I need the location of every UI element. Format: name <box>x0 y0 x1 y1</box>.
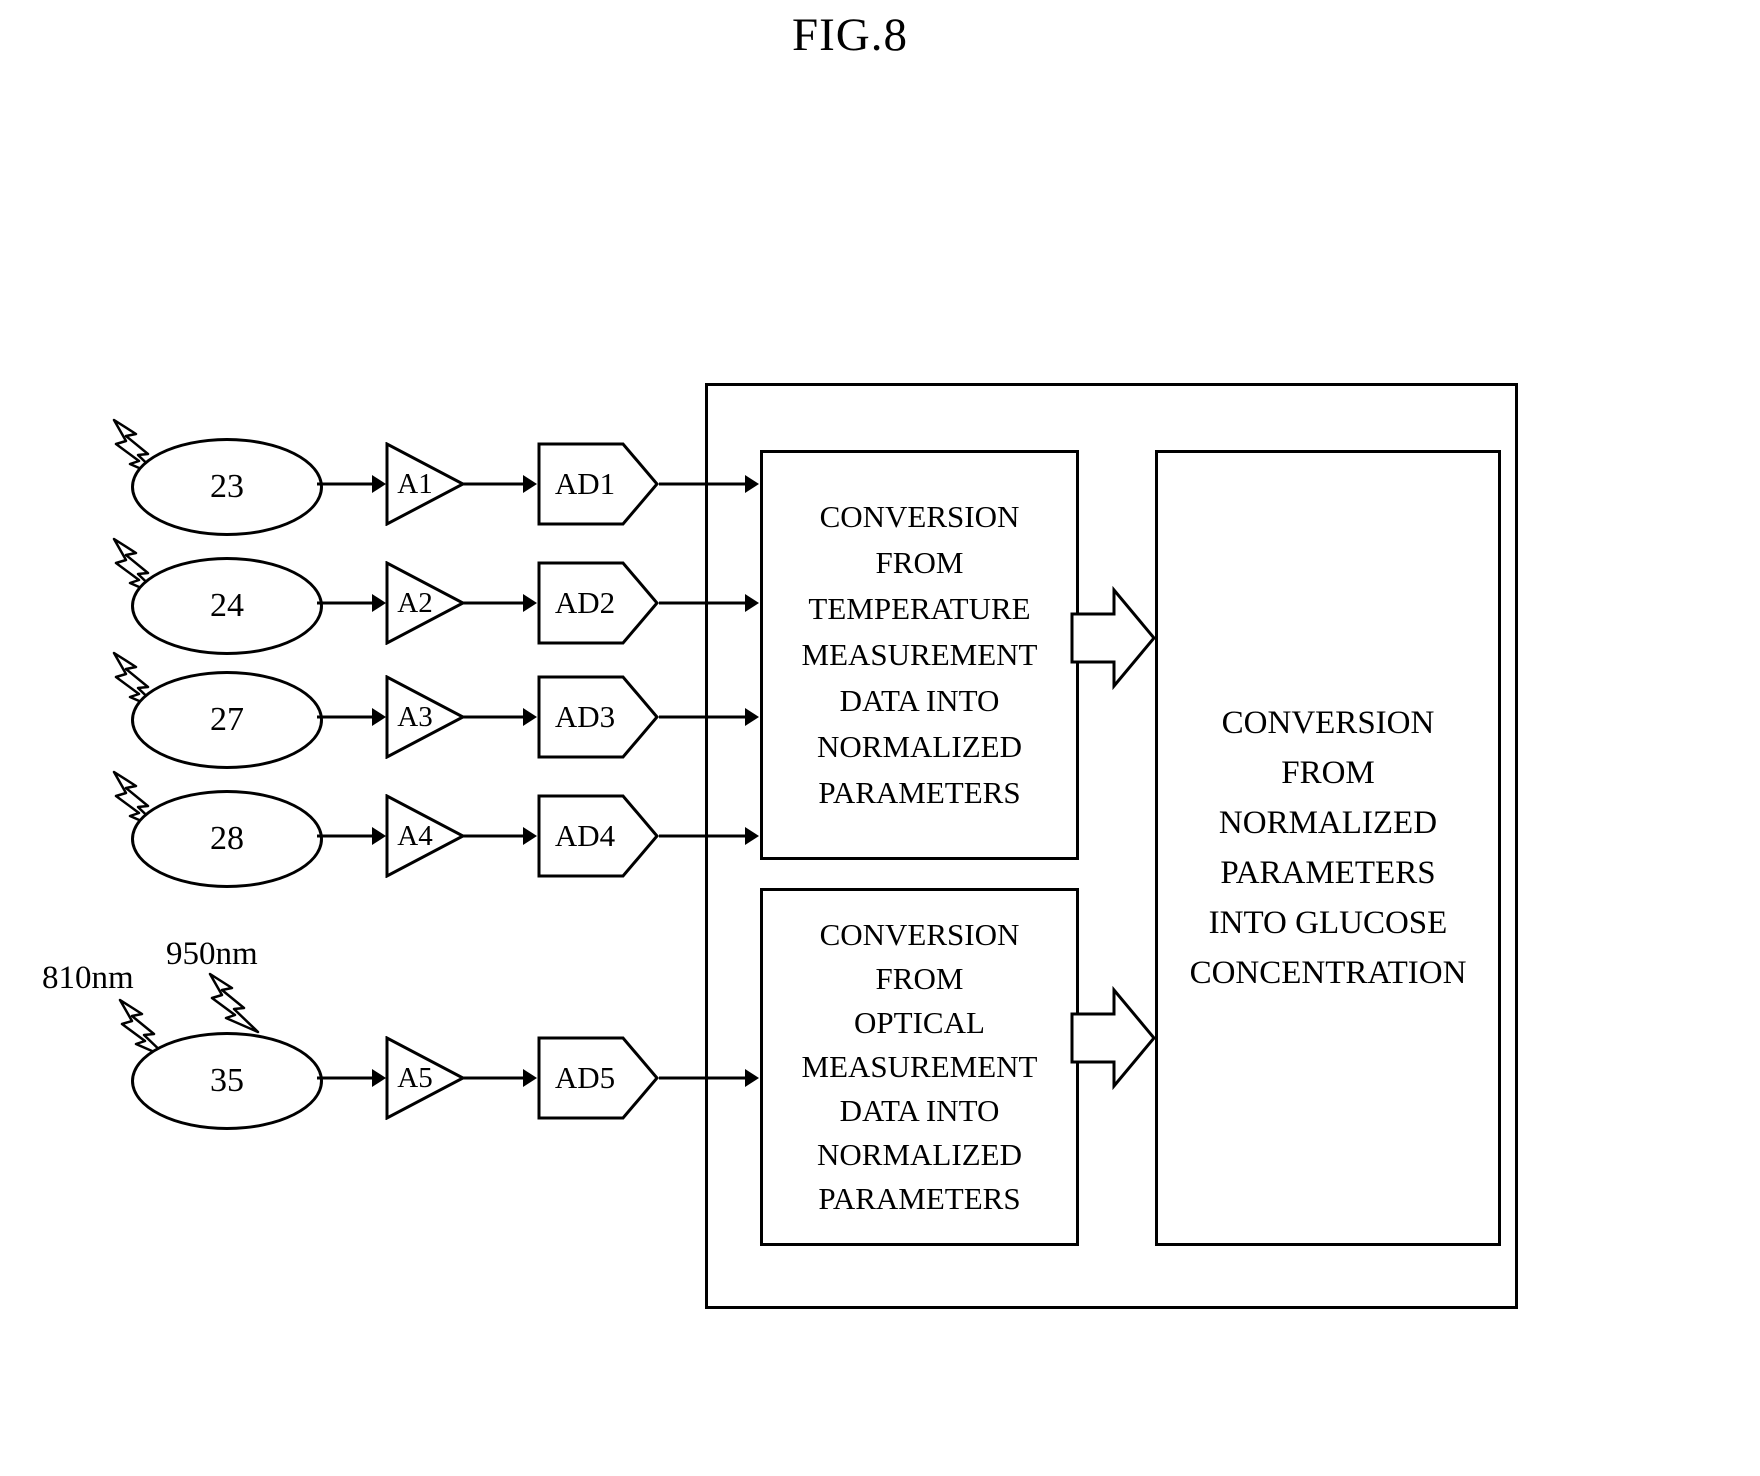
adc-ad4: AD4 <box>537 794 659 878</box>
arrow-a1-to-ad1 <box>463 475 537 493</box>
optical-conversion-label: CONVERSION FROM OPTICAL MEASUREMENT DATA… <box>801 917 1038 1216</box>
sensor-ellipse-35: 35 <box>131 1032 323 1130</box>
block-arrow-optical-to-glucose <box>1070 986 1156 1090</box>
amplifier-a3: A3 <box>385 675 465 759</box>
arrow-sensor28-to-a4 <box>317 827 386 845</box>
wavelength-label-950nm: 950nm <box>166 936 258 972</box>
sensor-ellipse-23: 23 <box>131 438 323 536</box>
sensor-ellipse-28: 28 <box>131 790 323 888</box>
lightning-bolt-icon-950nm <box>208 972 260 1034</box>
adc-label-ad1: AD1 <box>554 466 616 501</box>
amplifier-triangle-shape <box>385 1036 465 1120</box>
arrow-a2-to-ad2 <box>463 594 537 612</box>
arrow-a4-to-ad4 <box>463 827 537 845</box>
amplifier-a5: A5 <box>385 1036 465 1120</box>
arrow-sensor24-to-a2 <box>317 594 386 612</box>
arrow-a5-to-ad5 <box>463 1069 537 1087</box>
sensor-ellipse-24: 24 <box>131 557 323 655</box>
arrow-ad1-to-temperature-block <box>659 475 759 493</box>
adc-ad5: AD5 <box>537 1036 659 1120</box>
adc-label-ad4: AD4 <box>554 818 616 853</box>
figure-title: FIG.8 <box>792 9 908 61</box>
optical-conversion-block: CONVERSION FROM OPTICAL MEASUREMENT DATA… <box>760 888 1079 1246</box>
adc-pentagon-shape <box>537 794 659 878</box>
sensor-label-24: 24 <box>210 587 244 624</box>
amplifier-a1: A1 <box>385 442 465 526</box>
amplifier-label-a1: A1 <box>397 467 433 500</box>
amplifier-triangle-shape <box>385 442 465 526</box>
arrow-a3-to-ad3 <box>463 708 537 726</box>
amplifier-a2: A2 <box>385 561 465 645</box>
amplifier-triangle-shape <box>385 561 465 645</box>
adc-label-ad5: AD5 <box>554 1060 616 1095</box>
adc-label-ad3: AD3 <box>554 699 616 734</box>
adc-pentagon-shape <box>537 675 659 759</box>
adc-ad1: AD1 <box>537 442 659 526</box>
arrow-sensor27-to-a3 <box>317 708 386 726</box>
adc-pentagon-shape <box>537 442 659 526</box>
amplifier-a4: A4 <box>385 794 465 878</box>
arrow-ad2-to-temperature-block <box>659 594 759 612</box>
amplifier-triangle-shape <box>385 675 465 759</box>
adc-ad3: AD3 <box>537 675 659 759</box>
arrow-sensor23-to-a1 <box>317 475 386 493</box>
adc-ad2: AD2 <box>537 561 659 645</box>
sensor-label-27: 27 <box>210 701 244 738</box>
adc-label-ad2: AD2 <box>554 585 616 620</box>
arrow-ad4-to-temperature-block <box>659 827 759 845</box>
wavelength-label-810nm: 810nm <box>42 960 134 996</box>
adc-pentagon-shape <box>537 1036 659 1120</box>
adc-pentagon-shape <box>537 561 659 645</box>
amplifier-label-a5: A5 <box>397 1061 433 1094</box>
arrow-sensor35-to-a5 <box>317 1069 386 1087</box>
temperature-conversion-block: CONVERSION FROM TEMPERATURE MEASUREMENT … <box>760 450 1079 860</box>
amplifier-label-a4: A4 <box>397 819 433 852</box>
glucose-conversion-label: CONVERSION FROM NORMALIZED PARAMETERS IN… <box>1189 705 1467 991</box>
block-arrow-temperature-to-glucose <box>1070 586 1156 690</box>
sensor-ellipse-27: 27 <box>131 671 323 769</box>
sensor-label-35: 35 <box>210 1062 244 1099</box>
glucose-conversion-block: CONVERSION FROM NORMALIZED PARAMETERS IN… <box>1155 450 1501 1246</box>
amplifier-triangle-shape <box>385 794 465 878</box>
sensor-label-28: 28 <box>210 820 244 857</box>
amplifier-label-a3: A3 <box>397 700 433 733</box>
arrow-ad3-to-temperature-block <box>659 708 759 726</box>
arrow-ad5-to-optical-block <box>659 1069 759 1087</box>
temperature-conversion-label: CONVERSION FROM TEMPERATURE MEASUREMENT … <box>801 499 1038 810</box>
amplifier-label-a2: A2 <box>397 586 433 619</box>
sensor-label-23: 23 <box>210 468 244 505</box>
